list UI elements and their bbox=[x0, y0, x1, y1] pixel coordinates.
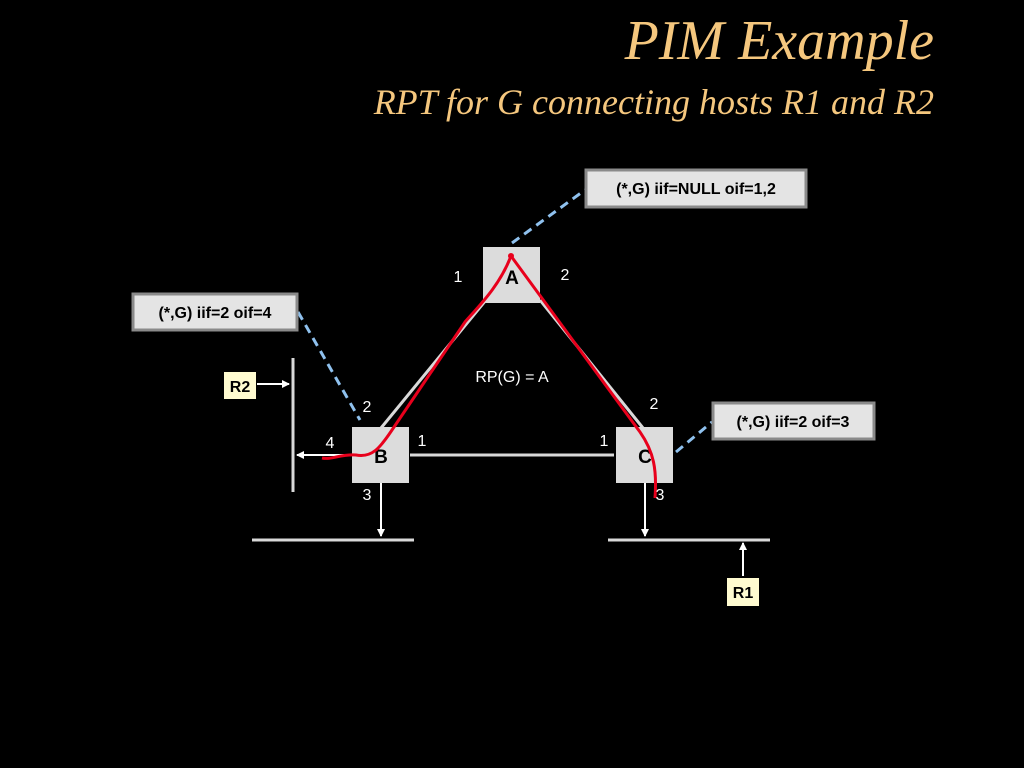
page-title: PIM Example bbox=[624, 10, 934, 72]
state-box-c: (*,G) iif=2 oif=3 bbox=[711, 401, 876, 441]
page-subtitle: RPT for G connecting hosts R1 and R2 bbox=[373, 82, 934, 122]
iface-b-3: 3 bbox=[363, 487, 372, 504]
host-r1-label: R1 bbox=[733, 585, 754, 602]
link-a-b bbox=[379, 299, 488, 429]
iface-a-2: 2 bbox=[561, 267, 570, 284]
leader-b bbox=[296, 311, 362, 421]
host-r1: R1 bbox=[727, 578, 759, 606]
leader-a bbox=[511, 188, 586, 245]
state-box-a-text: (*,G) iif=NULL oif=1,2 bbox=[616, 181, 776, 198]
iface-a-1: 1 bbox=[454, 269, 463, 286]
rpt-path-right bbox=[509, 255, 658, 499]
rpt-path-left bbox=[321, 255, 513, 460]
host-r2: R2 bbox=[224, 372, 256, 399]
rpt-path-origin bbox=[508, 253, 514, 259]
iface-b-1: 1 bbox=[418, 433, 427, 450]
state-box-c-text: (*,G) iif=2 oif=3 bbox=[737, 414, 850, 431]
iface-b-2: 2 bbox=[363, 399, 372, 416]
state-box-b: (*,G) iif=2 oif=4 bbox=[131, 292, 299, 332]
rp-label: RP(G) = A bbox=[475, 369, 549, 386]
router-a-label: A bbox=[505, 268, 519, 289]
iface-c-3: 3 bbox=[656, 487, 665, 504]
state-box-b-text: (*,G) iif=2 oif=4 bbox=[159, 305, 272, 322]
router-c-label: C bbox=[638, 447, 652, 468]
leader-c bbox=[675, 420, 713, 454]
router-c: C bbox=[616, 427, 673, 483]
router-b-label: B bbox=[374, 447, 388, 468]
router-a: A bbox=[483, 247, 540, 303]
host-r2-label: R2 bbox=[230, 379, 251, 396]
iface-c-1: 1 bbox=[600, 433, 609, 450]
iface-c-2: 2 bbox=[650, 396, 659, 413]
iface-b-4: 4 bbox=[326, 435, 335, 452]
state-box-a: (*,G) iif=NULL oif=1,2 bbox=[584, 168, 808, 209]
